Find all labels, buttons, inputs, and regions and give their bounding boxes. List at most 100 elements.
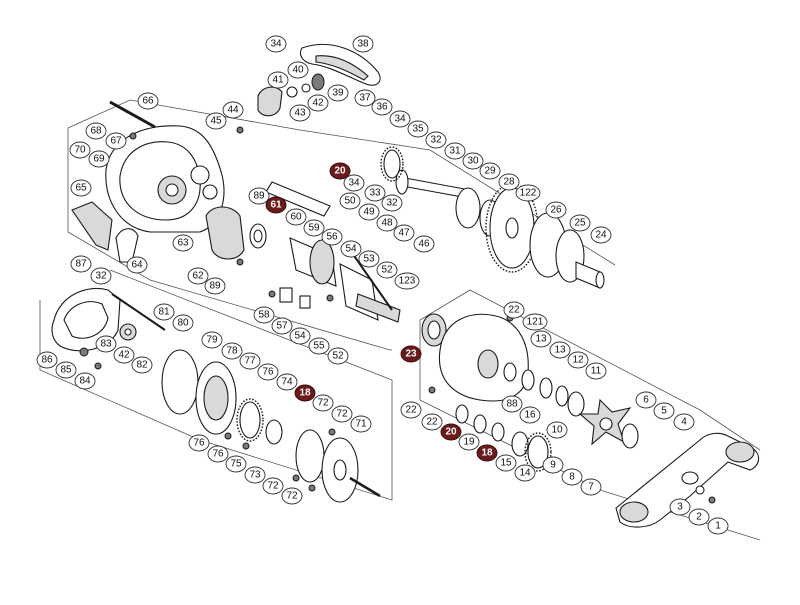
- callout-number: 20: [445, 427, 457, 438]
- callout-number: 34: [348, 178, 360, 189]
- callout-bubble: [522, 313, 548, 331]
- callout-bubble: [303, 219, 325, 237]
- callout-number: 66: [142, 96, 154, 107]
- callout-number: 31: [449, 146, 461, 157]
- part-callout: 72: [281, 487, 303, 505]
- part-callout: 54: [340, 240, 362, 258]
- callout-bubble: [239, 352, 261, 370]
- callout-bubble: [257, 363, 279, 381]
- callout-number: 22: [405, 405, 417, 416]
- callout-number: 29: [484, 166, 496, 177]
- callout-bubble: [545, 201, 567, 219]
- level-wind-rod-part: [109, 100, 156, 129]
- callout-bubble: [55, 361, 77, 379]
- callout-bubble: [265, 35, 287, 53]
- callout-number: 123: [399, 276, 416, 287]
- callout-number: 78: [226, 346, 238, 357]
- part-callout: 52: [376, 261, 398, 279]
- part-callout: 56: [321, 228, 343, 246]
- callout-number: 37: [359, 93, 371, 104]
- part-callout: 87: [70, 255, 92, 273]
- callout-bubble: [187, 267, 209, 285]
- callout-bubble: [514, 464, 536, 482]
- callout-number: 58: [258, 310, 270, 321]
- callout-bubble: [585, 362, 607, 380]
- drag-washer-stack-part: [455, 369, 585, 472]
- part-callout: 53: [358, 250, 380, 268]
- callout-number: 14: [519, 468, 531, 479]
- part-callout: 32: [90, 267, 112, 285]
- callout-bubble: [501, 395, 523, 413]
- callout-bubble: [707, 517, 729, 535]
- callout-bubble: [354, 89, 376, 107]
- callout-bubble: [376, 214, 398, 232]
- callout-number: 30: [467, 156, 479, 167]
- part-callout: 72: [312, 394, 334, 412]
- part-callout: 11: [585, 362, 607, 380]
- callout-bubble: [69, 141, 91, 159]
- part-callout: 22: [400, 401, 422, 419]
- callout-bubble: [364, 184, 386, 202]
- part-callout: 22: [503, 301, 525, 319]
- callout-number: 13: [554, 345, 566, 356]
- callout-bubble: [321, 228, 343, 246]
- part-callout: 31: [444, 142, 466, 160]
- spool-assembly-part: [161, 349, 381, 503]
- callout-bubble: [205, 112, 227, 130]
- callout-bubble: [126, 256, 148, 274]
- callout-bubble: [276, 373, 298, 391]
- part-callout: 26: [545, 201, 567, 219]
- pinion-gear-part: [380, 146, 404, 182]
- clutch-cam-part: [289, 237, 401, 323]
- callout-number: 84: [79, 376, 91, 387]
- callout-bubble: [339, 192, 361, 210]
- callout-number: 65: [75, 183, 87, 194]
- callout-number: 53: [363, 254, 375, 265]
- drive-gear-stack-part: [455, 183, 605, 289]
- part-callout: 78: [221, 342, 243, 360]
- callout-number: 67: [110, 136, 122, 147]
- part-callout: 18: [476, 444, 498, 462]
- part-callout: 85: [55, 361, 77, 379]
- callout-number: 49: [363, 207, 375, 218]
- callout-number: 7: [588, 482, 594, 493]
- part-callout: 57: [271, 317, 293, 335]
- part-callout: 12: [567, 351, 589, 369]
- callout-number: 20: [334, 166, 346, 177]
- part-callout: 84: [74, 372, 96, 390]
- part-callout: 89: [204, 277, 226, 295]
- part-callout: 89: [248, 187, 270, 205]
- part-callout: 80: [172, 314, 194, 332]
- callout-bubble: [669, 498, 691, 516]
- callout-number: 10: [551, 425, 563, 436]
- callout-bubble: [222, 101, 244, 119]
- part-callout: 32: [425, 131, 447, 149]
- part-callout: 73: [244, 466, 266, 484]
- callout-number: 26: [550, 205, 562, 216]
- callout-bubble: [248, 187, 270, 205]
- callout-number: 76: [212, 449, 224, 460]
- callout-number: 45: [210, 116, 222, 127]
- callout-number: 11: [591, 366, 602, 377]
- callout-number: 23: [405, 349, 417, 360]
- callout-number: 25: [574, 218, 586, 229]
- part-callout: 8: [561, 468, 583, 486]
- callout-number: 18: [299, 388, 311, 399]
- callout-bubble: [331, 405, 353, 423]
- callout-bubble: [225, 455, 247, 473]
- callout-bubble: [267, 71, 289, 89]
- part-callout: 34: [265, 35, 287, 53]
- callout-number: 56: [326, 232, 338, 243]
- callout-number: 88: [506, 399, 518, 410]
- part-callout: 13: [530, 330, 552, 348]
- callout-number: 72: [336, 409, 348, 420]
- part-callout: 10: [546, 421, 568, 439]
- callout-bubble: [329, 162, 351, 180]
- callout-number: 28: [503, 177, 515, 188]
- callout-bubble: [201, 331, 223, 349]
- callout-bubble: [70, 179, 92, 197]
- callout-number: 19: [463, 437, 475, 448]
- callout-number: 59: [308, 223, 320, 234]
